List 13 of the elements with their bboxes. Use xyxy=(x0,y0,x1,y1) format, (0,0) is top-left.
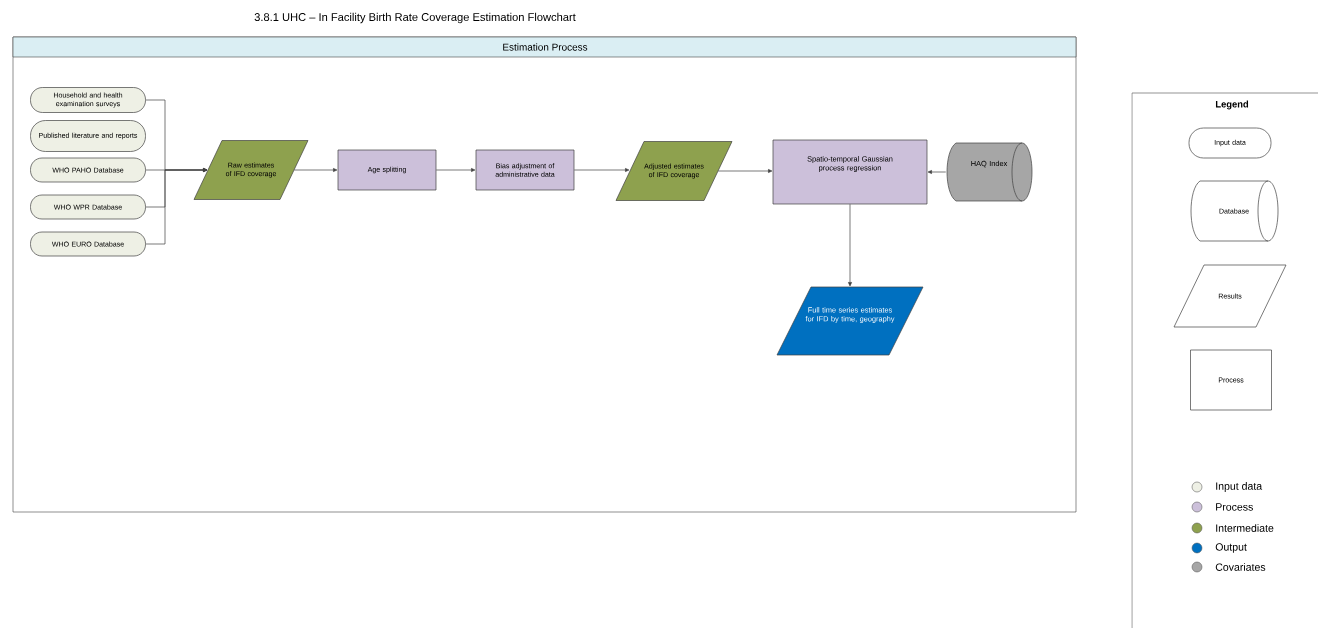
arrow xyxy=(717,169,773,173)
arrow xyxy=(435,168,476,172)
legend-item: Intermediate xyxy=(1191,522,1274,534)
legend-item: Process xyxy=(1191,501,1253,513)
arrow xyxy=(145,168,208,245)
arrow xyxy=(848,203,852,287)
legend-item: Covariates xyxy=(1191,561,1266,573)
arrow xyxy=(927,170,947,174)
legend-item: Output xyxy=(1191,542,1247,554)
arrow xyxy=(573,168,630,172)
legend-item: Input data xyxy=(1191,481,1263,493)
arrow xyxy=(293,168,338,172)
title: 3.8.1 UHC – In Facility Birth Rate Coverage Estimation Flowchart xyxy=(254,12,576,24)
